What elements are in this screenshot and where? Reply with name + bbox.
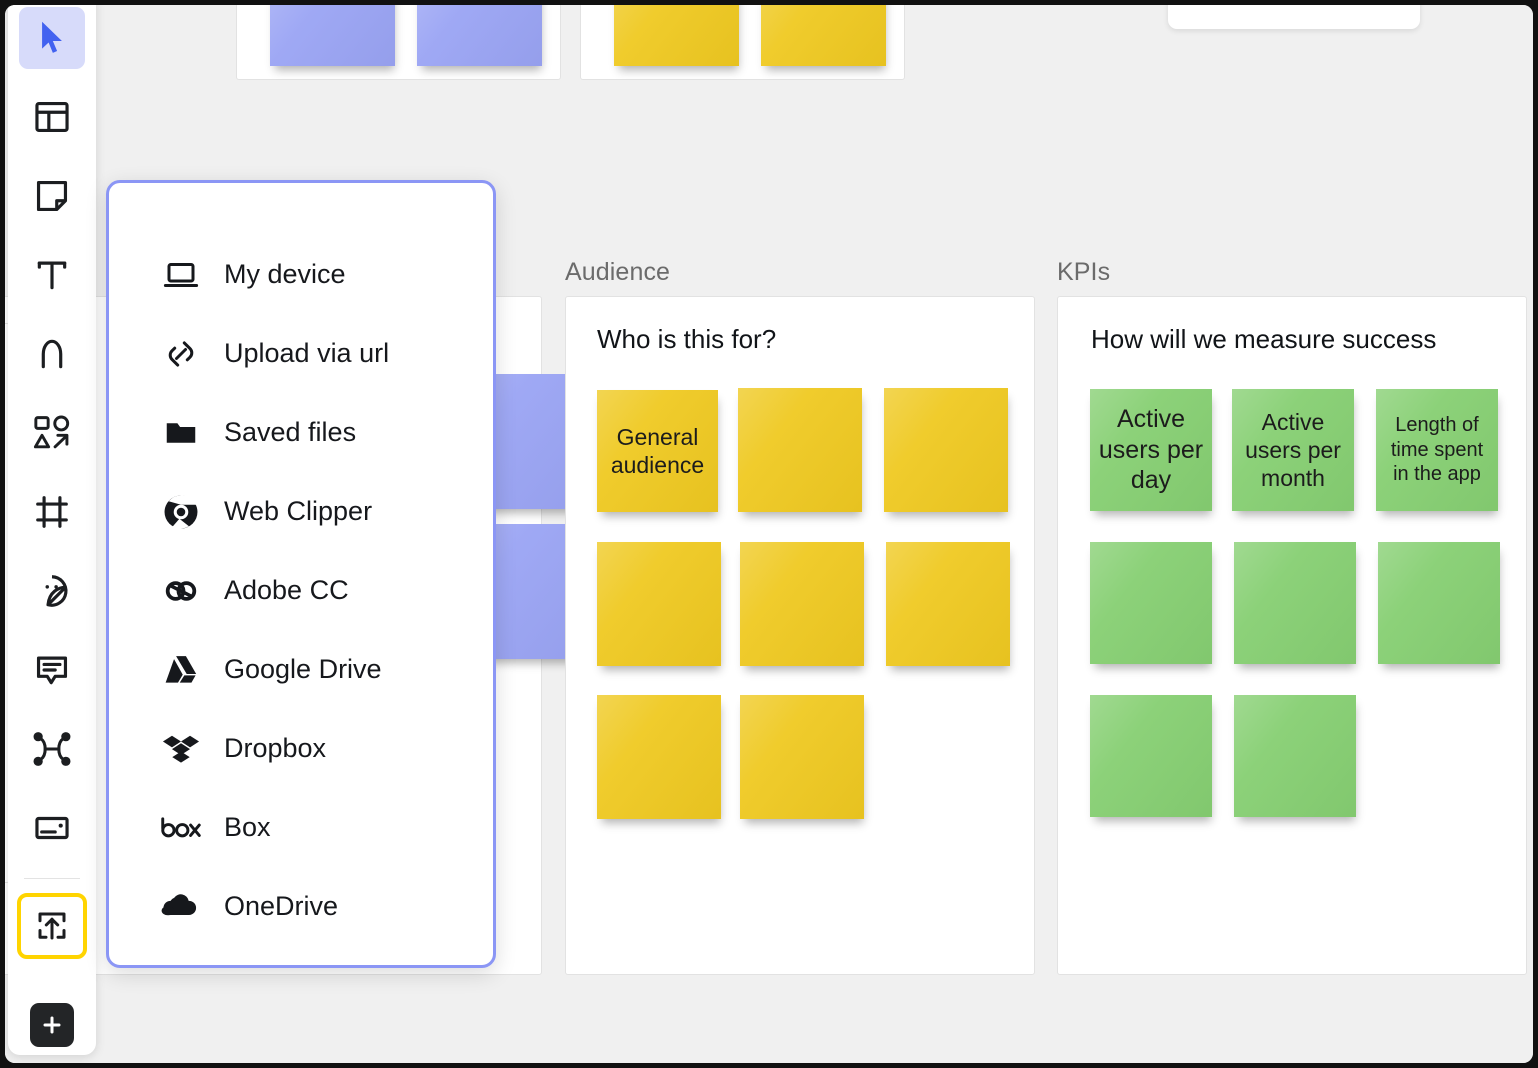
sticky-note[interactable] xyxy=(1090,695,1212,817)
sticky-note-text: Active users per month xyxy=(1232,408,1354,492)
menu-item-label: Upload via url xyxy=(224,338,389,369)
menu-item-my-device[interactable]: My device xyxy=(109,235,493,314)
menu-item-box[interactable]: Box xyxy=(109,788,493,867)
onedrive-icon xyxy=(159,891,203,923)
frame-title-kpis: How will we measure success xyxy=(1091,324,1436,355)
sticky-note-text: General audience xyxy=(597,423,718,479)
sticky-note[interactable] xyxy=(761,5,886,66)
sticky-note[interactable] xyxy=(886,542,1010,666)
laptop-icon xyxy=(159,257,203,293)
google-drive-icon xyxy=(159,651,203,689)
upload-tool[interactable] xyxy=(17,893,87,959)
menu-item-label: Saved files xyxy=(224,417,356,448)
left-toolbar xyxy=(8,5,96,1055)
menu-item-label: Web Clipper xyxy=(224,496,372,527)
sticky-note-tool[interactable] xyxy=(19,165,85,227)
card-tool[interactable] xyxy=(19,797,85,859)
sticky-note[interactable]: General audience xyxy=(597,390,718,512)
menu-item-onedrive[interactable]: OneDrive xyxy=(109,867,493,946)
menu-item-label: OneDrive xyxy=(224,891,338,922)
comment-tool[interactable] xyxy=(19,639,85,701)
templates-tool[interactable] xyxy=(19,86,85,148)
sticky-note-text: Length of time spent in the app xyxy=(1376,413,1498,486)
upload-source-menu[interactable]: My device Upload via url Saved files xyxy=(106,180,496,968)
connector-icon xyxy=(32,729,72,769)
menu-item-label: My device xyxy=(224,259,346,290)
folder-icon xyxy=(159,415,203,451)
frame-title-audience: Who is this for? xyxy=(597,324,776,355)
adobe-cc-icon xyxy=(159,572,203,610)
menu-item-label: Adobe CC xyxy=(224,575,349,606)
template-icon xyxy=(33,98,71,136)
sticky-note[interactable] xyxy=(738,388,862,512)
frame-top-right[interactable] xyxy=(580,5,905,80)
box-icon xyxy=(159,814,203,842)
sticky-note[interactable] xyxy=(1234,695,1356,817)
card-icon xyxy=(33,809,71,847)
sticky-note[interactable] xyxy=(1090,542,1212,664)
sticky-note[interactable] xyxy=(1378,542,1500,664)
shapes-icon xyxy=(32,413,72,453)
frame-label-kpis: KPIs xyxy=(1057,258,1110,287)
sticky-note[interactable] xyxy=(597,695,721,819)
text-tool[interactable] xyxy=(19,244,85,306)
more-apps-tool[interactable] xyxy=(19,994,85,1056)
whiteboard-app: Audience Who is this for? General audien… xyxy=(5,5,1533,1063)
sticky-note[interactable]: Active users per month xyxy=(1232,389,1354,511)
sticky-note[interactable] xyxy=(1234,542,1356,664)
top-toolbar-pill[interactable] xyxy=(1168,5,1420,29)
sticky-note[interactable] xyxy=(597,542,721,666)
dropbox-icon xyxy=(159,730,203,768)
connector-tool[interactable] xyxy=(19,718,85,780)
link-icon xyxy=(159,336,203,372)
plus-icon xyxy=(30,1003,74,1047)
pen-icon xyxy=(33,335,71,373)
menu-item-label: Box xyxy=(224,812,271,843)
select-tool[interactable] xyxy=(19,7,85,69)
menu-item-dropbox[interactable]: Dropbox xyxy=(109,709,493,788)
frame-tool[interactable] xyxy=(19,481,85,543)
sticky-note[interactable] xyxy=(740,542,864,666)
pen-tool[interactable] xyxy=(19,323,85,385)
sticky-note[interactable] xyxy=(614,5,739,66)
sticky-note[interactable] xyxy=(417,5,542,66)
sticky-note[interactable]: Active users per day xyxy=(1090,389,1212,511)
cursor-select-icon xyxy=(35,19,69,57)
sticky-note[interactable] xyxy=(884,388,1008,512)
sticky-note-icon xyxy=(33,177,71,215)
frame-top-left[interactable] xyxy=(236,5,561,80)
sticker-tool[interactable] xyxy=(19,560,85,622)
sticky-note[interactable] xyxy=(270,5,395,66)
menu-item-label: Google Drive xyxy=(224,654,382,685)
sticker-icon xyxy=(33,572,71,610)
frame-audience[interactable]: Who is this for? General audience xyxy=(565,296,1035,975)
frame-label-audience: Audience xyxy=(565,258,670,287)
sticky-note[interactable] xyxy=(740,695,864,819)
menu-item-google-drive[interactable]: Google Drive xyxy=(109,630,493,709)
frame-icon xyxy=(33,493,71,531)
chrome-icon xyxy=(159,493,203,531)
upload-icon xyxy=(34,908,70,944)
menu-item-adobe-cc[interactable]: Adobe CC xyxy=(109,551,493,630)
frame-kpis[interactable]: How will we measure success Active users… xyxy=(1057,296,1527,975)
toolbar-divider xyxy=(24,878,80,879)
comment-icon xyxy=(33,651,71,689)
menu-item-web-clipper[interactable]: Web Clipper xyxy=(109,472,493,551)
menu-item-label: Dropbox xyxy=(224,733,326,764)
menu-item-upload-via-url[interactable]: Upload via url xyxy=(109,314,493,393)
sticky-note-text: Active users per day xyxy=(1090,404,1212,496)
menu-item-saved-files[interactable]: Saved files xyxy=(109,393,493,472)
sticky-note[interactable]: Length of time spent in the app xyxy=(1376,389,1498,511)
text-icon xyxy=(33,256,71,294)
shapes-tool[interactable] xyxy=(19,402,85,464)
